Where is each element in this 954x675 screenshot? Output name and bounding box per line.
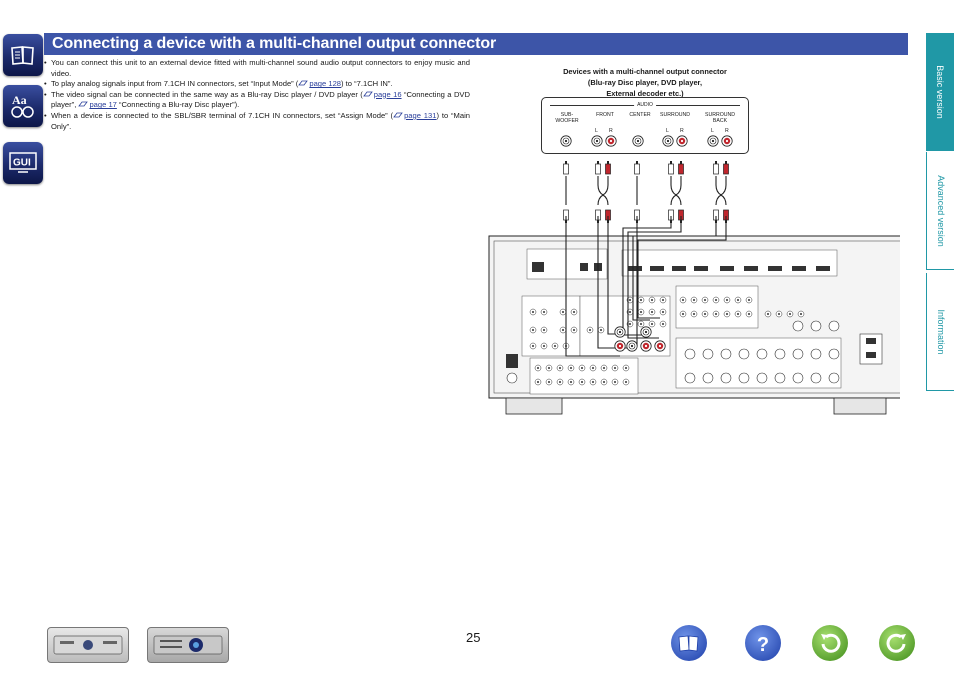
- channel-label-front: FRONT: [596, 112, 614, 118]
- manual-book-button[interactable]: [671, 625, 707, 661]
- receiver-front-icon: [53, 635, 123, 655]
- tab-information[interactable]: Information: [926, 273, 954, 391]
- diagram-title: Devices with a multi-channel output conn…: [530, 66, 760, 99]
- routing-cables: [565, 216, 727, 357]
- audio-label: AUDIO: [634, 102, 656, 108]
- page-link[interactable]: page 17: [78, 100, 117, 110]
- upper-plugs: [563, 160, 729, 175]
- page-link-label: page 128: [309, 79, 342, 89]
- cables: [565, 176, 727, 206]
- page-number: 25: [466, 630, 481, 645]
- manual-book-icon: [678, 635, 699, 652]
- tab-basic-version[interactable]: Basic version: [926, 33, 954, 151]
- bullet-list: You can connect this unit to an external…: [44, 58, 470, 132]
- lower-plugs: [563, 209, 729, 224]
- bullet-text: ) to “Main Only”.: [51, 110, 470, 131]
- help-button[interactable]: ?: [745, 625, 781, 661]
- channel-label-surround: SURROUND: [660, 112, 690, 118]
- page-link[interactable]: page 16: [362, 89, 402, 99]
- forward-button[interactable]: [879, 625, 915, 661]
- right-label: R: [725, 128, 729, 134]
- page-link-label: page 17: [89, 100, 117, 110]
- help-icon: ?: [757, 634, 769, 656]
- bullet-text: To play analog signals input from 7.1CH …: [51, 79, 299, 89]
- left-label: L: [666, 128, 669, 134]
- bullet-text: ) to “7.1CH IN”.: [341, 79, 393, 89]
- tab-advanced-version[interactable]: Advanced version: [926, 152, 954, 270]
- page-link-label: page 131: [404, 110, 437, 120]
- page-link[interactable]: page 128: [298, 79, 341, 88]
- channel-label-subwoofer: SUB- WOOFER: [555, 112, 579, 124]
- page-link[interactable]: page 131: [393, 111, 436, 120]
- diagram-title-line: External decoder etc.): [606, 89, 684, 98]
- back-button[interactable]: [812, 625, 848, 661]
- source-jacks: [560, 135, 733, 147]
- font-aa-icon: Aa: [11, 93, 34, 118]
- bullet-item: To play analog signals input from 7.1CH …: [44, 79, 470, 90]
- svg-text:Aa: Aa: [12, 93, 27, 107]
- receiver-front-button[interactable]: [47, 627, 129, 663]
- back-icon: [821, 633, 841, 653]
- receiver-rear-icon: [153, 635, 223, 655]
- bullet-text: “Connecting a Blu-ray Disc player”).: [116, 100, 240, 110]
- bullet-item: The video signal can be connected in the…: [44, 90, 470, 111]
- left-label: L: [711, 128, 714, 134]
- page-link-label: page 16: [373, 89, 402, 99]
- bullet-text: “Connecting a DVD player”,: [51, 89, 470, 110]
- svg-text:GUI: GUI: [13, 158, 31, 169]
- forward-icon: [886, 633, 906, 653]
- font-aa-tab[interactable]: Aa: [3, 85, 43, 127]
- left-label: L: [595, 128, 598, 134]
- reference-icon: [298, 80, 309, 86]
- gui-tab[interactable]: GUI: [3, 142, 43, 184]
- bullet-text: When a device is connected to the SBL/SB…: [51, 110, 394, 120]
- bullet-item: When a device is connected to the SBL/SB…: [44, 111, 470, 132]
- receiver-rear-panel: [488, 235, 900, 415]
- diagram-title-line: (Blu-ray Disc player, DVD player,: [587, 78, 703, 87]
- tab-label: Information: [935, 308, 946, 355]
- title-bar: Connecting a device with a multi-channel…: [44, 33, 908, 55]
- bullet-text: You can connect this unit to an external…: [51, 58, 470, 78]
- bullet-text: The video signal can be connected in the…: [51, 89, 363, 99]
- channel-label-surround-back: SURROUND BACK: [705, 112, 735, 124]
- tab-label: Advanced version: [935, 174, 946, 247]
- reference-icon: [393, 112, 403, 118]
- tab-label: Basic version: [935, 65, 945, 119]
- reference-icon: [78, 101, 89, 107]
- page-title: Connecting a device with a multi-channel…: [52, 35, 497, 52]
- connection-diagram: [488, 135, 900, 415]
- bullet-item: You can connect this unit to an external…: [44, 58, 470, 79]
- right-label: R: [680, 128, 684, 134]
- svg-text:?: ?: [757, 634, 769, 656]
- receiver-rear-button[interactable]: [147, 627, 229, 663]
- reference-icon: [362, 91, 373, 97]
- gui-icon: GUI: [9, 152, 37, 173]
- right-label: R: [609, 128, 613, 134]
- book-icon: [11, 46, 34, 65]
- contents-book-icon[interactable]: [3, 34, 43, 76]
- diagram-title-line: Devices with a multi-channel output conn…: [563, 67, 727, 76]
- channel-label-center: CENTER: [629, 112, 651, 118]
- source-device-panel: AUDIO SUB- WOOFER FRONT CENTER SURROUND …: [541, 97, 749, 154]
